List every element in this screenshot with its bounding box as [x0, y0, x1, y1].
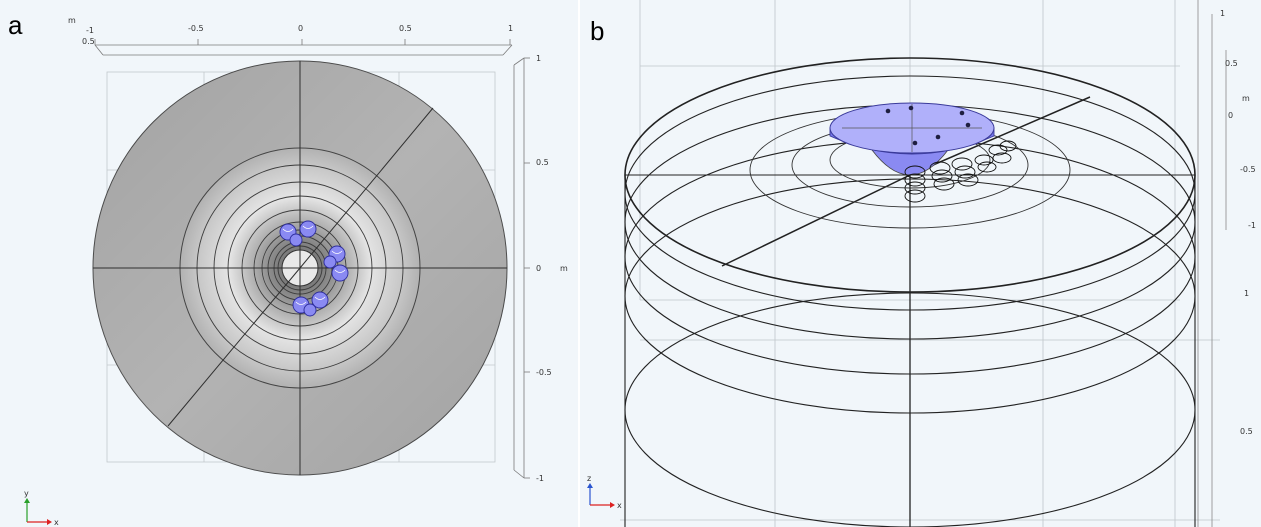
axis-triad-z-label: z [587, 474, 591, 483]
y-ruler-tick: 0 [536, 264, 541, 273]
right-ruler-tick: -0.5 [1240, 165, 1256, 174]
panel-a-label: a [8, 10, 23, 40]
y-ruler-unit: m [560, 264, 568, 273]
panel-a-top-view: a m [0, 0, 578, 527]
right-ruler-tick: 0 [1228, 111, 1233, 120]
axis-triad-x-label: x [617, 501, 622, 510]
x-ruler [94, 39, 513, 56]
panel-b-perspective-view: b 1 0.5 m 0 -0.5 -1 1 0.5 [580, 0, 1261, 527]
x-ruler-tick: 0.5 [399, 24, 412, 33]
right-ruler-tick: 0.5 [1240, 427, 1253, 436]
y-ruler-tick: -1 [536, 474, 544, 483]
impeller-blade-strokes [282, 225, 346, 305]
impeller-clusters [279, 220, 349, 317]
right-ruler-tick: 0.5 [1225, 59, 1238, 68]
axis-triad-y-label: y [24, 489, 29, 498]
panel-b-graphics: 1 0.5 m 0 -0.5 -1 1 0.5 [587, 0, 1256, 527]
x-ruler-tick: 0 [298, 24, 303, 33]
right-ruler [1197, 0, 1227, 527]
right-ruler-tick: 1 [1220, 9, 1225, 18]
axis-triad [587, 483, 615, 508]
x-ruler-unit: m [68, 16, 76, 25]
x-ruler-tick: -0.5 [188, 24, 204, 33]
y-ruler-tick: 0.5 [536, 158, 549, 167]
impeller-wireframes [904, 140, 1017, 203]
panel-b-label: b [590, 16, 605, 46]
y-ruler-tick: -0.5 [536, 368, 552, 377]
axis-triad-x-label: x [54, 518, 59, 527]
right-ruler-tick: -1 [1248, 221, 1256, 230]
x-ruler-corner-tick: 0.5 [82, 37, 95, 46]
y-ruler [513, 57, 530, 479]
y-ruler-tick: 1 [536, 54, 541, 63]
panel-a-graphics: m -1 0.5 -0.5 0 0.5 1 1 0.5 0 [24, 16, 568, 527]
partition-lines [93, 61, 507, 475]
x-ruler-tick: 1 [508, 24, 513, 33]
x-ruler-start-tick: -1 [86, 26, 94, 35]
platform-lid [829, 102, 995, 176]
background-grid [620, 0, 1220, 527]
right-ruler-unit: m [1242, 94, 1250, 103]
axis-triad [24, 498, 52, 525]
platform-bolt-holes [885, 105, 971, 146]
right-ruler-tick: 1 [1244, 289, 1249, 298]
